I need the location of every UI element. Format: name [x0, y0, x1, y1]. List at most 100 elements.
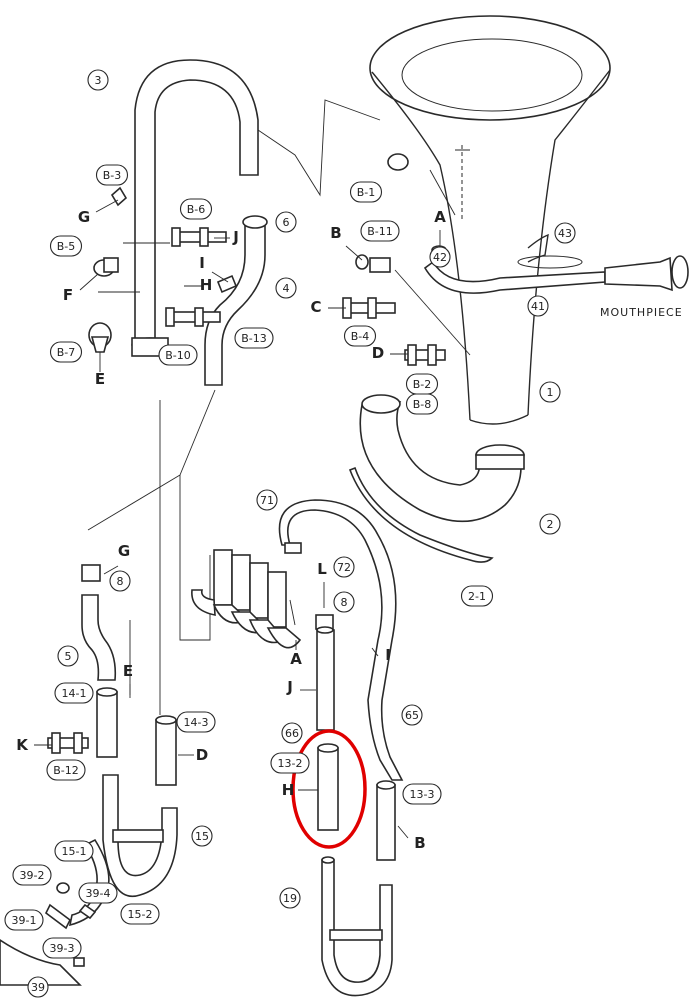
- part-label-p2: 2: [539, 513, 561, 535]
- mouthpiece-pipe-41: [423, 233, 689, 294]
- connection-letter-i_top: I: [199, 254, 229, 283]
- part-label-p66: 66: [281, 722, 303, 744]
- label-text: 39-1: [12, 914, 37, 927]
- part-labels: 364122-1414243B-3B-5B-7B-6B-10B-13B-1B-1…: [4, 69, 576, 998]
- connection-letter-d_mid: D: [178, 746, 208, 764]
- connection-letter-text: D: [196, 746, 208, 764]
- part-label-p4: 4: [275, 277, 297, 299]
- part-label-p39-4: 39-4: [78, 882, 118, 904]
- part-label-p71: 71: [256, 489, 278, 511]
- label-text: 65: [405, 709, 419, 722]
- label-bubble: [360, 220, 400, 242]
- connection-letter-text: K: [16, 736, 29, 754]
- part-label-pB10: B-10: [158, 344, 198, 366]
- part-label-p43: 43: [554, 222, 576, 244]
- part-label-pB2: B-2: [405, 373, 439, 395]
- connection-letter-b_top: B: [330, 224, 363, 261]
- label-text: 66: [285, 727, 299, 740]
- label-text: 8: [117, 575, 124, 588]
- connection-arrow: [79, 273, 99, 291]
- label-text: 5: [65, 650, 72, 663]
- part-label-p2-1: 2-1: [460, 585, 494, 607]
- connection-letter-text: F: [63, 286, 73, 304]
- part-label-p65: 65: [401, 704, 423, 726]
- label-text: B-13: [241, 332, 267, 345]
- part-label-p6: 6: [275, 211, 297, 233]
- part-label-pB3: B-3: [95, 164, 129, 186]
- part-label-p15-2: 15-2: [120, 903, 160, 925]
- connection-letter-text: C: [310, 298, 321, 316]
- connection-letter-text: J: [286, 678, 293, 696]
- connection-letter-text: D: [372, 344, 384, 362]
- tube-part-66: [315, 614, 335, 731]
- tube-part-4: [204, 215, 268, 386]
- label-bubble: [95, 164, 129, 186]
- label-text: 41: [531, 300, 545, 313]
- connection-letter-text: E: [123, 662, 133, 680]
- label-bubble: [57, 645, 79, 667]
- connection-letter-a_mid: A: [290, 640, 302, 668]
- valve-caps-top: [88, 153, 446, 366]
- part-label-pB7: B-7: [49, 341, 83, 363]
- highlight-circle: [291, 729, 367, 849]
- label-text: 39: [31, 981, 45, 994]
- label-bubble: [279, 887, 301, 909]
- label-bubble: [539, 381, 561, 403]
- label-text: B-3: [103, 169, 122, 182]
- label-text: 4: [283, 282, 290, 295]
- label-bubble: [176, 711, 216, 733]
- part-label-p15-1: 15-1: [54, 840, 94, 862]
- label-bubble: [54, 840, 94, 862]
- label-text: 14-3: [184, 716, 209, 729]
- label-bubble: [333, 591, 355, 613]
- connection-letter-k: K: [16, 736, 52, 754]
- left-lower-tubes: [0, 564, 178, 986]
- connection-letter-i_mid: I: [371, 646, 391, 664]
- label-text: 8: [341, 596, 348, 609]
- connection-letter-text: J: [232, 228, 239, 246]
- label-bubble: [402, 783, 442, 805]
- tube-part-71-65: [278, 499, 404, 781]
- label-text: 14-1: [62, 687, 87, 700]
- connection-letter-a_top: A: [434, 208, 446, 246]
- label-bubble: [4, 909, 44, 931]
- connection-letter-h_mid: H: [282, 781, 318, 799]
- part-label-p14-3: 14-3: [176, 711, 216, 733]
- label-bubble: [179, 198, 213, 220]
- connection-letter-j_top: J: [214, 228, 239, 246]
- label-bubble: [27, 976, 49, 998]
- label-bubble: [78, 882, 118, 904]
- connection-letter-text: I: [199, 254, 205, 272]
- connection-letter-g_mid: G: [103, 542, 130, 575]
- connection-letter-j_mid: J: [286, 678, 316, 696]
- label-bubble: [275, 211, 297, 233]
- part-label-pB13: B-13: [234, 327, 274, 349]
- connection-letter-f: F: [63, 273, 99, 304]
- connection-letter-text: B: [330, 224, 341, 242]
- part-label-p5: 5: [57, 645, 79, 667]
- label-bubble: [256, 489, 278, 511]
- connection-letter-e_mid: E: [123, 662, 133, 698]
- bow-part-2: [348, 394, 525, 563]
- label-bubble: [401, 704, 423, 726]
- label-bubble: [42, 937, 82, 959]
- part-label-pB11: B-11: [360, 220, 400, 242]
- label-text: 13-3: [410, 788, 435, 801]
- upper-connection-lines: [98, 99, 471, 476]
- lower-connection-lines: [87, 400, 181, 715]
- bow-part-19: [321, 856, 393, 997]
- connection-letter-text: A: [290, 650, 302, 668]
- connection-letter-d_top: D: [372, 344, 408, 362]
- part-label-p8b: 8: [333, 591, 355, 613]
- label-text: 15: [195, 830, 209, 843]
- label-text: 19: [283, 892, 297, 905]
- part-label-p13-3: 13-3: [402, 783, 442, 805]
- part-label-p13-2: 13-2: [270, 752, 310, 774]
- label-text: B-10: [165, 349, 191, 362]
- label-text: 3: [95, 74, 102, 87]
- connection-letter-c: C: [310, 298, 346, 316]
- label-text: 42: [433, 251, 447, 264]
- label-bubble: [191, 825, 213, 847]
- connection-arrow: [103, 565, 119, 575]
